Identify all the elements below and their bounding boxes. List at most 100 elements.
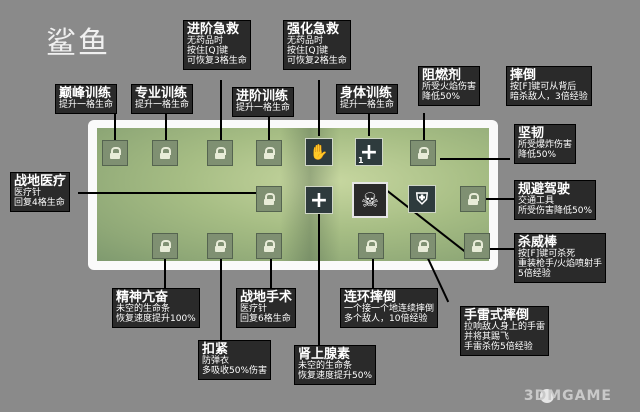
tooltip-text: 恢复速度提升50% <box>298 371 373 382</box>
tooltip-shouleishi: 手雷式摔倒 拉响敌人身上的手雷 并将其踢飞 手雷杀伤5倍经验 <box>460 306 550 356</box>
tooltip-text: 可恢复2格生命 <box>287 56 347 67</box>
tooltip-title: 战地医疗 <box>14 174 67 189</box>
tooltip-text: 降低50% <box>422 92 461 103</box>
tooltip-title: 阻燃剂 <box>422 68 462 83</box>
tooltip-text: 未空的生命条 <box>298 361 353 372</box>
skill-node-kouj[interactable] <box>207 233 233 259</box>
tooltip-shuaidao: 摔倒 按[F]键可从背后 暗杀敌人，3倍经验 <box>506 66 592 107</box>
tooltip-title: 摔倒 <box>510 68 537 83</box>
tooltip-text: 拉响敌人身上的手雷 <box>464 322 546 333</box>
tooltip-shenshangxiansu: 肾上腺素 未空的生命条 恢复速度提升50% <box>294 345 377 386</box>
tooltip-lianhuan: 连环摔倒 一个接一个地连续摔倒 多个敌人，10倍经验 <box>340 288 439 329</box>
lock-icon <box>215 240 226 252</box>
skill-node-shuaidao[interactable]: ☠ <box>352 182 388 218</box>
tooltip-text: 按住[Q]键 <box>287 46 329 57</box>
connector <box>114 110 116 140</box>
tooltip-title: 巅峰训练 <box>59 86 112 101</box>
tooltip-text: 医疗针 <box>240 304 268 315</box>
lock-icon <box>418 147 429 159</box>
tooltip-title: 肾上腺素 <box>298 347 351 362</box>
connector <box>475 198 525 200</box>
node-badge: 1 <box>358 156 364 165</box>
skill-node-jinjie-jijiu[interactable] <box>207 140 233 166</box>
tooltip-shaweibang: 杀威棒 按[F]键可杀死 重装枪手/火焰喷射手 5倍经验 <box>514 233 607 283</box>
skill-node-jianren[interactable]: ⛨ <box>408 185 436 213</box>
tooltip-title: 规避驾驶 <box>518 182 571 197</box>
tooltip-title: 坚韧 <box>518 126 545 141</box>
tooltip-jingshen: 精神亢奋 未空的生命条 恢复速度提升100% <box>112 288 200 329</box>
shield-icon: ⛨ <box>415 189 428 208</box>
tooltip-text: 医疗针 <box>14 188 42 199</box>
tooltip-text: 手雷杀伤5倍经验 <box>464 342 533 353</box>
tooltip-text: 重装枪手/火焰喷射手 <box>518 259 603 270</box>
tooltip-text: 按[F]键可从背后 <box>510 82 577 93</box>
connector <box>480 248 516 250</box>
connector <box>318 210 320 347</box>
page-title: 鲨鱼 <box>46 26 110 61</box>
lock-icon <box>215 147 226 159</box>
tooltip-dianfeng: 巅峰训练 提升一格生命 <box>55 84 118 115</box>
skill-node-lianhuan[interactable] <box>358 233 384 259</box>
tooltip-text: 所受伤害降低50% <box>518 206 593 217</box>
tooltip-text: 提升一格生命 <box>236 103 291 114</box>
tooltip-title: 进阶训练 <box>236 89 289 104</box>
skill-node-dianfeng[interactable] <box>102 140 128 166</box>
plus-icon: + <box>309 187 329 213</box>
tooltip-jianren: 坚韧 所受爆炸伤害 降低50% <box>514 124 577 165</box>
tooltip-text: 一个接一个地连续摔倒 <box>344 304 435 315</box>
lock-icon <box>264 240 275 252</box>
lock-icon <box>366 240 377 252</box>
connector <box>220 80 222 140</box>
tooltip-zuranji: 阻燃剂 所受火焰伤害 降低50% <box>418 66 481 107</box>
connector <box>372 258 374 288</box>
connector <box>318 80 320 136</box>
tooltip-kouj: 扣紧 防弹衣 多吸收50%伤害 <box>198 340 272 381</box>
skill-node-shaweibang[interactable] <box>464 233 490 259</box>
tooltip-text: 无药品时 <box>287 36 324 47</box>
skill-node-shouleishi[interactable] <box>410 233 436 259</box>
tooltip-guibi: 规避驾驶 交通工具 所受伤害降低50% <box>514 180 597 221</box>
tooltip-text: 降低50% <box>518 150 557 161</box>
skill-node-zhuanye[interactable] <box>152 140 178 166</box>
tooltip-zhandi-shoushu: 战地手术 医疗针 回复6格生命 <box>236 288 297 329</box>
connector <box>368 113 370 136</box>
tooltip-text: 防弹衣 <box>202 356 230 367</box>
tooltip-text: 按住[Q]键 <box>187 46 229 57</box>
tooltip-text: 提升一格生命 <box>340 100 395 111</box>
connector <box>78 192 258 194</box>
skill-node-qianghua-jijiu[interactable]: ✋ <box>305 138 333 166</box>
skill-node-guibi[interactable] <box>460 186 486 212</box>
skill-node-zuranji[interactable] <box>410 140 436 166</box>
connector <box>440 158 510 160</box>
tooltip-text: 所受火焰伤害 <box>422 82 477 93</box>
tooltip-text: 所受爆炸伤害 <box>518 140 573 151</box>
lock-icon <box>468 193 479 205</box>
skill-node-jinjie-xunlian[interactable] <box>256 140 282 166</box>
hand-icon: ✋ <box>309 143 329 161</box>
tooltip-qianghua-jijiu: 强化急救 无药品时 按住[Q]键 可恢复2格生命 <box>283 20 351 70</box>
tooltip-text: 多个敌人，10倍经验 <box>344 314 428 325</box>
lock-icon <box>264 147 275 159</box>
connector <box>270 258 272 288</box>
lock-icon <box>264 193 275 205</box>
tooltip-title: 进阶急救 <box>187 22 240 37</box>
connector <box>165 113 167 140</box>
watermark-logo-icon <box>540 389 554 403</box>
tooltip-shenti: 身体训练 提升一格生命 <box>336 84 399 115</box>
tooltip-title: 战地手术 <box>240 290 293 305</box>
tooltip-text: 按[F]键可杀死 <box>518 249 576 260</box>
connector <box>164 258 166 288</box>
skill-node-shenti[interactable]: +1 <box>355 138 383 166</box>
tooltip-title: 杀威棒 <box>518 235 558 250</box>
skill-node-zhandi-yiliao[interactable] <box>256 186 282 212</box>
skill-node-plus[interactable]: + <box>305 186 333 214</box>
skill-node-zhandi-shoushu[interactable] <box>256 233 282 259</box>
tooltip-text: 回复4格生命 <box>14 198 65 209</box>
plus-icon: + <box>359 139 379 165</box>
skill-node-jingshen[interactable] <box>152 233 178 259</box>
tooltip-text: 提升一格生命 <box>59 100 114 111</box>
tooltip-title: 强化急救 <box>287 22 340 37</box>
tooltip-jinjie-xunlian: 进阶训练 提升一格生命 <box>232 87 295 118</box>
tooltip-text: 无药品时 <box>187 36 224 47</box>
